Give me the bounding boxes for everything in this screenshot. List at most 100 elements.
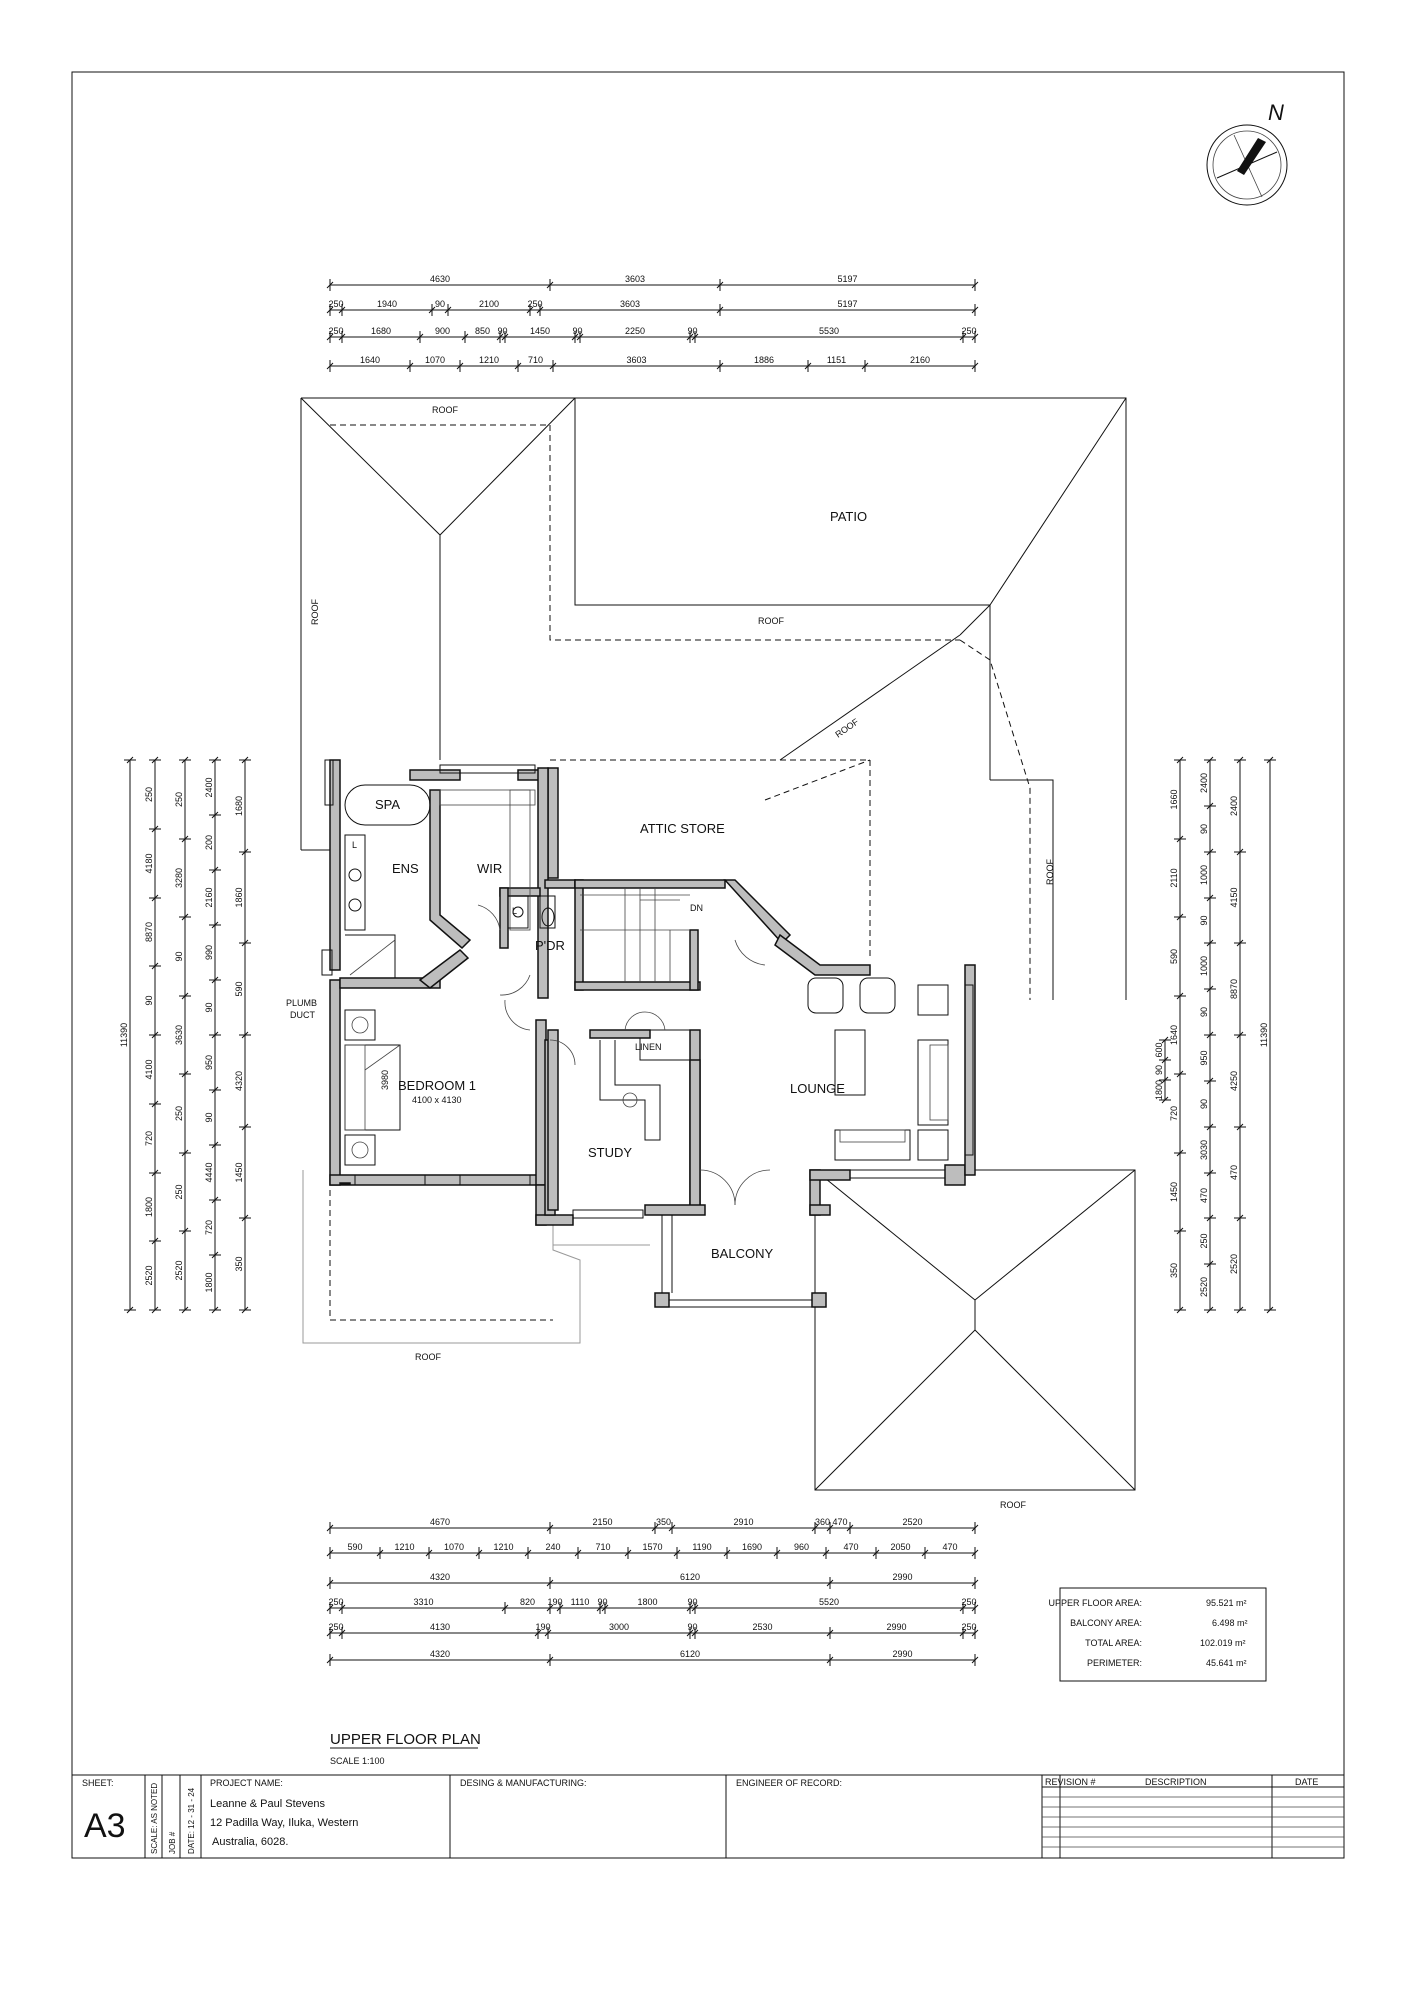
dimension-label: 350 <box>234 1256 244 1271</box>
north-arrow-icon: N <box>1206 100 1288 206</box>
dimension-tick <box>971 306 979 314</box>
dimension-tick <box>576 333 584 341</box>
dimension-tick <box>686 1604 694 1612</box>
dimension-tick <box>241 939 249 947</box>
dimension-label: 250 <box>961 1597 976 1607</box>
dimension-label: 990 <box>204 945 214 960</box>
dimension-label: 6120 <box>680 1572 700 1582</box>
dimension-tick <box>326 333 334 341</box>
dimension-tick <box>1176 756 1184 764</box>
dimension-label: 4150 <box>1229 887 1239 907</box>
dimension-label: 3280 <box>174 868 184 888</box>
dimension-label: 1000 <box>1199 865 1209 885</box>
dimension-tick <box>151 1306 159 1314</box>
fixtures <box>321 759 974 1219</box>
dimension-tick <box>326 1604 334 1612</box>
dimension-tick <box>211 756 219 764</box>
dimension-tick <box>326 362 334 370</box>
area-label: BALCONY AREA: <box>1070 1618 1142 1628</box>
dimension-label: 1450 <box>1169 1182 1179 1202</box>
dimension-tick <box>425 1549 433 1557</box>
dimension-label: 2160 <box>910 355 930 365</box>
dimension-tick <box>241 756 249 764</box>
dimension-label: 720 <box>204 1220 214 1235</box>
dimension-label: 2910 <box>733 1517 753 1527</box>
dimension-label: 590 <box>347 1542 362 1552</box>
dimension-label: 600 <box>1154 1042 1164 1057</box>
dimension-label: 8870 <box>144 922 154 942</box>
dimension-tick <box>546 1524 554 1532</box>
dimension-tick <box>241 1214 249 1222</box>
dimension-tick <box>496 333 504 341</box>
project-name-label: PROJECT NAME: <box>210 1778 283 1788</box>
dimension-tick <box>546 1656 554 1664</box>
dimension-tick <box>546 1604 554 1612</box>
bed-dim-label: 3980 <box>380 1070 390 1090</box>
dimension-label: 90 <box>497 326 507 336</box>
engineer-label: ENGINEER OF RECORD: <box>736 1778 842 1788</box>
dimension-label: 90 <box>1199 1007 1209 1017</box>
dimension-tick <box>126 1306 134 1314</box>
dimension-label: 1210 <box>493 1542 513 1552</box>
plan-scale: SCALE 1:100 <box>330 1756 385 1766</box>
dimension-label: 4320 <box>430 1649 450 1659</box>
area-label: TOTAL AREA: <box>1085 1638 1142 1648</box>
dimension-label: 2110 <box>1169 868 1179 887</box>
dimension-tick <box>151 756 159 764</box>
dimension-tick <box>971 333 979 341</box>
sheet-number: A3 <box>84 1807 126 1845</box>
dimension-tick <box>574 1549 582 1557</box>
dimension-tick <box>151 1237 159 1245</box>
area-value: 95.521 m² <box>1206 1598 1247 1608</box>
dimension-tick <box>326 281 334 289</box>
dimension-label: 250 <box>174 1184 184 1199</box>
dimension-label: 250 <box>328 1597 343 1607</box>
dimension-tick <box>211 976 219 984</box>
dimension-tick <box>338 1629 346 1637</box>
plumb-duct-label-1: PLUMB <box>286 998 317 1008</box>
dimension-label: 250 <box>328 299 343 309</box>
dimension-label: 590 <box>234 981 244 996</box>
dimension-label: 2400 <box>1199 773 1209 793</box>
dimension-label: 2520 <box>1229 1254 1239 1274</box>
dimension-label: 2520 <box>902 1517 922 1527</box>
dimension-tick <box>181 992 189 1000</box>
dimension-tick <box>326 306 334 314</box>
dimension-tick <box>846 1524 854 1532</box>
dimension-tick <box>1236 1306 1244 1314</box>
dimension-tick <box>546 1579 554 1587</box>
dimension-label: 470 <box>942 1542 957 1552</box>
date-note: DATE: 12 - 31 - 24 <box>187 1787 196 1854</box>
dimension-tick <box>241 1123 249 1131</box>
dimension-tick <box>716 281 724 289</box>
dimension-label: 250 <box>144 787 154 802</box>
dimension-tick <box>546 281 554 289</box>
dimension-tick <box>1161 1056 1169 1064</box>
dimension-label: 4130 <box>430 1622 450 1632</box>
dimension-label: 1690 <box>742 1542 762 1552</box>
dimension-tick <box>686 333 694 341</box>
dimension-tick <box>601 1604 609 1612</box>
walls <box>329 759 976 1308</box>
room-label-wir: WIR <box>477 861 502 876</box>
dimension-tick <box>151 1031 159 1039</box>
dimension-label: 2530 <box>752 1622 772 1632</box>
dimension-tick <box>461 333 469 341</box>
dimension-label: 720 <box>144 1131 154 1146</box>
dimension-label: 1640 <box>360 355 380 365</box>
dimension-tick <box>971 1604 979 1612</box>
dimension-tick <box>1206 1214 1214 1222</box>
dimension-label: 1070 <box>444 1542 464 1552</box>
dimension-tick <box>651 1524 659 1532</box>
dimension-label: 2400 <box>204 777 214 797</box>
dimension-tick <box>691 1629 699 1637</box>
dimension-label: 90 <box>1199 915 1209 925</box>
dimension-label: 90 <box>1154 1065 1164 1075</box>
dimension-label: 8870 <box>1229 979 1239 999</box>
dimension-tick <box>1176 1149 1184 1157</box>
room-label-ens: ENS <box>392 861 419 876</box>
description-header: DESCRIPTION <box>1145 1777 1207 1787</box>
dimension-label: 5197 <box>837 274 857 284</box>
dimension-tick <box>1236 1123 1244 1131</box>
dimension-tick <box>416 333 424 341</box>
